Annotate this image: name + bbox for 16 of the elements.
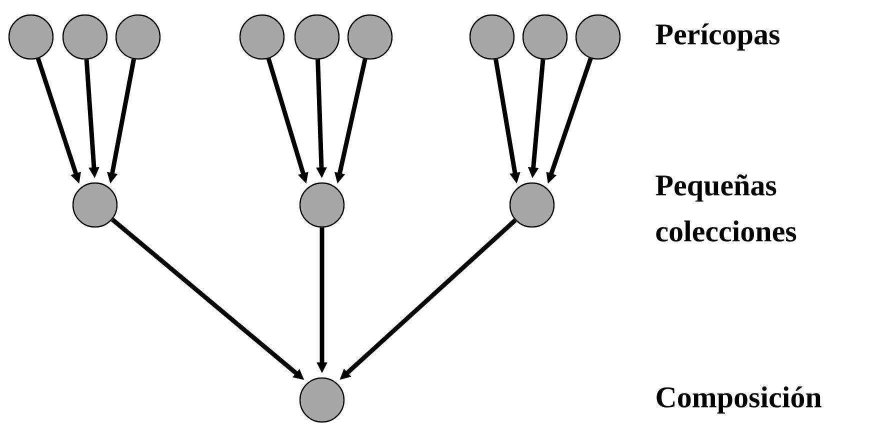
circle-node [294, 14, 340, 60]
circle-node [347, 14, 393, 60]
circle-node [115, 14, 161, 60]
circle-node [62, 14, 108, 60]
circle-node [8, 14, 54, 60]
circle-node [509, 182, 555, 228]
level-label: Composición [656, 386, 822, 414]
circle-node [239, 14, 285, 60]
circle-node [469, 14, 515, 60]
circle-node [299, 377, 345, 423]
level-label: Perícopas [656, 23, 780, 51]
circle-node [299, 182, 345, 228]
circle-node [72, 182, 118, 228]
level-label: Pequeñas colecciones [656, 174, 796, 242]
circle-node [575, 14, 621, 60]
circle-node [522, 14, 568, 60]
